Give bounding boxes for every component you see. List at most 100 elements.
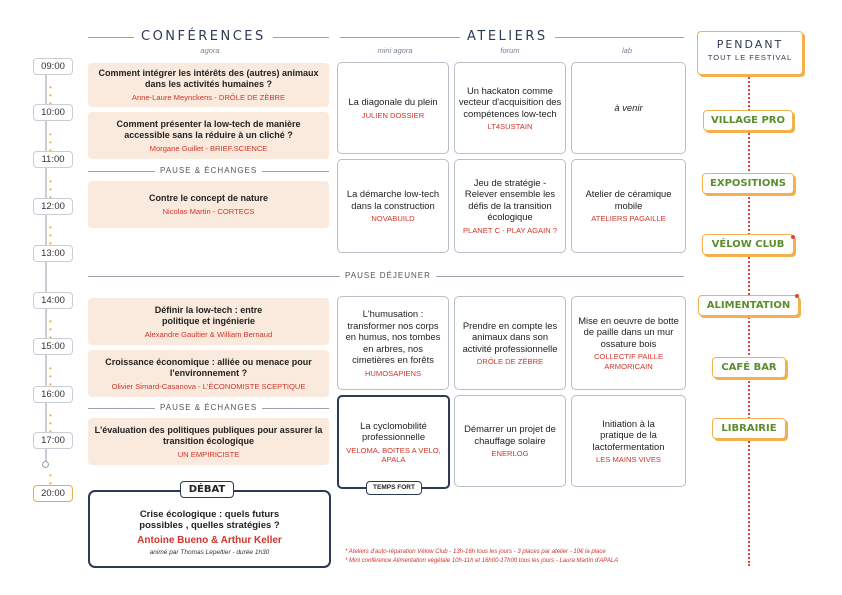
festival-item[interactable]: LIBRAIRIE xyxy=(712,418,786,439)
atelier-org: JULIEN DOSSIER xyxy=(361,110,425,120)
atelier-title: Jeu de stratégie - Relever ensemble les … xyxy=(464,176,556,223)
pendant-label: PENDANT xyxy=(716,38,784,51)
time-slot: 10:00 xyxy=(33,104,73,121)
atelier-org: ENERLOG xyxy=(491,449,529,459)
temps-fort-badge: TEMPS FORT xyxy=(366,481,422,495)
conference-card[interactable]: Comment intégrer les intérêts des (autre… xyxy=(88,63,329,107)
time-slot: 13:00 xyxy=(33,245,73,262)
atelier-title: L'humusation : transformer nos corps en … xyxy=(345,308,441,365)
festival-item[interactable]: ALIMENTATION xyxy=(698,295,799,316)
time-dots: • • xyxy=(49,471,53,488)
festival-item[interactable]: CAFÉ BAR xyxy=(712,357,786,378)
conference-speaker: Olivier Simard-Casanova - L'ÉCONOMISTE S… xyxy=(111,381,306,391)
atelier-org: LT4SUSTAIN xyxy=(487,122,533,131)
atelier-title: Initiation à la pratique de la lactoferm… xyxy=(592,417,665,452)
atelier-org: LES MAINS VIVES xyxy=(596,455,661,464)
atelier-card[interactable]: Jeu de stratégie - Relever ensemble les … xyxy=(454,159,566,253)
atelier-card-temps-fort[interactable]: La cyclomobilité professionnelle VELOMA,… xyxy=(337,395,450,489)
time-dots: • • • xyxy=(49,411,53,436)
atelier-card[interactable]: L'humusation : transformer nos corps en … xyxy=(337,296,449,390)
time-dots: • • • xyxy=(49,364,53,389)
time-slot: 20:00 xyxy=(33,485,73,502)
atelier-org: ATELIERS PAGAILLE xyxy=(591,214,666,224)
conferences-heading: CONFÉRENCES xyxy=(134,29,273,44)
atelier-card[interactable]: Démarrer un projet de chauffage solaire … xyxy=(454,395,566,487)
atelier-card[interactable]: à venir xyxy=(571,62,686,154)
conference-card[interactable]: Croissance économique : alliée ou menace… xyxy=(88,350,329,397)
time-slot: 09:00 xyxy=(33,58,73,75)
atelier-org: COLLECTIF PAILLE ARMORICAIN xyxy=(593,352,664,371)
time-dots: • • • xyxy=(49,83,53,108)
debat-moderator: animé par Thomas Lepeltier - durée 1h30 xyxy=(149,548,270,556)
atelier-org: DRÔLE DE ZÈBRE xyxy=(476,357,544,366)
mini-agora-label: mini agora xyxy=(377,46,413,55)
atelier-card[interactable]: Mise en oeuvre de botte de paille dans u… xyxy=(571,296,686,390)
time-slot: 14:00 xyxy=(33,292,73,309)
note-marker-dot xyxy=(795,294,799,298)
atelier-title: La cyclomobilité professionnelle xyxy=(360,419,427,443)
conference-title: Définir la low-tech : entre politique et… xyxy=(154,304,263,326)
time-dots: • • • xyxy=(49,177,53,202)
debat-title: Crise écologique : quels futurs possible… xyxy=(139,508,280,532)
atelier-title: Mise en oeuvre de botte de paille dans u… xyxy=(578,314,679,349)
timeline-line xyxy=(45,74,47,466)
time-slot: 17:00 xyxy=(33,432,73,449)
conference-card[interactable]: L'évaluation des politiques publiques po… xyxy=(88,418,329,465)
atelier-title: Prendre en compte les animaux dans son a… xyxy=(462,319,558,354)
pause-label: PAUSE & ÉCHANGES xyxy=(155,166,263,175)
atelier-card[interactable]: La démarche low-tech dans la constructio… xyxy=(337,159,449,253)
conference-speaker: Nicolas Martin - CORTECS xyxy=(162,207,255,216)
atelier-title: Atelier de céramique mobile xyxy=(585,188,672,211)
conference-title: Comment intégrer les intérêts des (autre… xyxy=(98,68,319,89)
conference-title: Comment présenter la low-tech de manière… xyxy=(116,118,301,140)
timeline-end-circle xyxy=(42,461,49,468)
time-slot: 16:00 xyxy=(33,386,73,403)
atelier-title: Un hackaton comme vecteur d'acquisition … xyxy=(458,84,562,119)
festival-item[interactable]: VÉLOW CLUB xyxy=(702,234,794,255)
time-dots: • • • xyxy=(49,130,53,155)
footnote: * Ateliers d'auto-réparation Vélow Club … xyxy=(345,549,606,555)
atelier-org: PLANET C - PLAY AGAIN ? xyxy=(462,225,558,235)
atelier-card[interactable]: La diagonale du plein JULIEN DOSSIER xyxy=(337,62,449,154)
conference-speaker: Morgane Guillet - BRIEF.SCIENCE xyxy=(149,143,268,153)
atelier-card[interactable]: Prendre en compte les animaux dans son a… xyxy=(454,296,566,390)
time-slot: 12:00 xyxy=(33,198,73,215)
tout-le-festival-label: TOUT LE FESTIVAL xyxy=(707,53,793,62)
atelier-card[interactable]: Un hackaton comme vecteur d'acquisition … xyxy=(454,62,566,154)
atelier-org: VELOMA, BOITES A VELO, APALA xyxy=(346,445,441,465)
conference-speaker: Anne-Laure Meynckens - DRÔLE DE ZÈBRE xyxy=(131,93,286,102)
debat-card[interactable]: Crise écologique : quels futurs possible… xyxy=(88,490,331,568)
atelier-title: Démarrer un projet de chauffage solaire xyxy=(464,423,556,446)
conference-card[interactable]: Comment présenter la low-tech de manière… xyxy=(88,112,329,159)
festival-item[interactable]: EXPOSITIONS xyxy=(702,173,794,194)
forum-label: forum xyxy=(500,46,520,55)
conference-speaker: Alexandre Gaultier & William Bernaud xyxy=(144,329,273,339)
atelier-card[interactable]: Atelier de céramique mobile ATELIERS PAG… xyxy=(571,159,686,253)
note-marker-dot xyxy=(791,235,795,239)
debat-badge: DÉBAT xyxy=(180,481,234,498)
conference-title: Croissance économique : alliée ou menace… xyxy=(105,356,312,378)
festival-item[interactable]: VILLAGE PRO xyxy=(703,110,793,131)
conference-title: Contre le concept de nature xyxy=(148,193,269,203)
pause-label: PAUSE & ÉCHANGES xyxy=(155,403,263,412)
debat-speakers: Antoine Bueno & Arthur Keller xyxy=(137,534,282,546)
atelier-title: La démarche low-tech dans la constructio… xyxy=(346,188,440,211)
atelier-card[interactable]: Initiation à la pratique de la lactoferm… xyxy=(571,395,686,487)
lab-label: lab xyxy=(621,46,632,55)
footnote: * Mini conférence Alimentation végétale … xyxy=(345,558,619,564)
time-dots: • • • xyxy=(49,317,53,342)
ateliers-heading: ATELIERS xyxy=(460,29,555,44)
time-slot: 15:00 xyxy=(33,338,73,355)
festival-header: PENDANT TOUT LE FESTIVAL xyxy=(697,31,803,75)
time-slot: 11:00 xyxy=(33,151,73,168)
atelier-org: HUMOSAPIENS xyxy=(364,368,422,378)
agora-label: agora xyxy=(200,46,220,55)
conference-title: L'évaluation des politiques publiques po… xyxy=(94,424,323,446)
atelier-org: NOVABUILD xyxy=(371,214,415,224)
conference-card[interactable]: Contre le concept de nature Nicolas Mart… xyxy=(88,181,329,228)
conference-card[interactable]: Définir la low-tech : entre politique et… xyxy=(88,298,329,345)
time-dots: • • • xyxy=(49,223,53,248)
festival-dotted-line xyxy=(748,74,750,566)
atelier-title: à venir xyxy=(614,102,643,114)
lunch-pause-label: PAUSE DÉJEUNER xyxy=(340,271,436,280)
